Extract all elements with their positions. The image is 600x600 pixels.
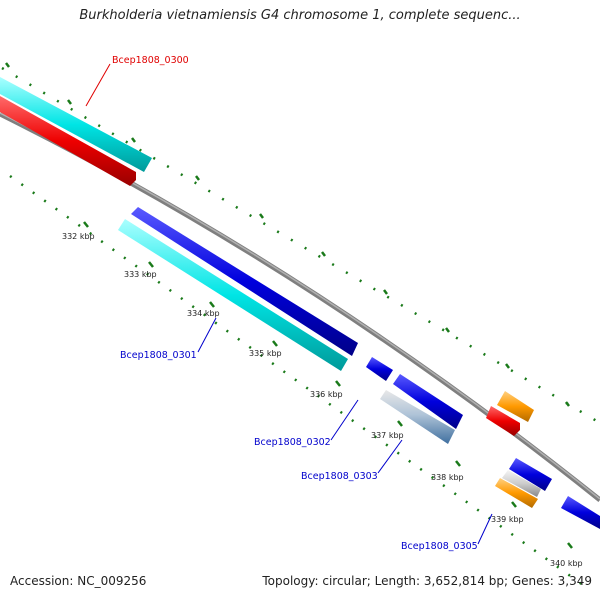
major-ticks (83, 221, 573, 549)
major-tick (567, 542, 573, 549)
major-tick (321, 251, 326, 257)
tick-label: 335 kbp (249, 349, 282, 358)
tick-label: 336 kbp (310, 390, 343, 399)
gene-feature-cyan[interactable] (118, 219, 348, 371)
major-tick (83, 221, 89, 228)
reverse-strand-features (118, 207, 600, 529)
major-tick (259, 213, 264, 219)
map-title: Burkholderia vietnamiensis G4 chromosome… (79, 8, 521, 23)
forward-strand-features (0, 77, 534, 436)
gene-labels: Bcep1808_0300 Bcep1808_0301 Bcep1808_030… (112, 55, 478, 552)
major-tick (5, 62, 10, 68)
gene-feature-cyan[interactable] (0, 77, 152, 172)
tick-label: 337 kbp (371, 431, 404, 440)
gene-label-bcep1808-0301[interactable]: Bcep1808_0301 (120, 350, 197, 361)
gene-feature-blue[interactable] (131, 207, 358, 356)
major-tick (445, 327, 450, 333)
tick-label: 332 kbp (62, 232, 95, 241)
gene-label-bcep1808-0302[interactable]: Bcep1808_0302 (254, 437, 331, 448)
topology-summary: Topology: circular; Length: 3,652,814 bp… (262, 574, 592, 588)
leader-line-bcep1808-0302 (330, 399, 359, 441)
major-tick (383, 289, 388, 295)
major-tick (195, 175, 200, 181)
major-tick (131, 137, 136, 143)
gene-feature-grey[interactable] (502, 470, 541, 497)
major-tick (67, 99, 72, 105)
gene-feature-red[interactable] (486, 406, 520, 436)
gene-feature-blue[interactable] (366, 357, 393, 381)
gene-feature-orange[interactable] (495, 478, 538, 508)
tick-label: 334 kbp (187, 309, 220, 318)
major-tick (335, 380, 341, 387)
leader-line-bcep1808-0305 (477, 513, 493, 545)
inner-tick-ring (9, 174, 591, 592)
leader-line-bcep1808-0303 (377, 439, 403, 474)
gene-label-bcep1808-0300[interactable]: Bcep1808_0300 (112, 55, 189, 66)
gene-label-bcep1808-0305[interactable]: Bcep1808_0305 (401, 541, 478, 552)
major-tick (148, 261, 154, 268)
major-tick (455, 460, 461, 467)
ruler-labels: 332 kbp 333 kbp 334 kbp 335 kbp 336 kbp … (62, 232, 583, 568)
major-tick (505, 363, 510, 369)
gene-label-bcep1808-0303[interactable]: Bcep1808_0303 (301, 471, 378, 482)
gene-feature-blue[interactable] (561, 496, 600, 529)
outer-tick-ring (1, 66, 600, 425)
tick-label: 340 kbp (550, 559, 583, 568)
gene-feature-orange[interactable] (497, 391, 534, 422)
accession-label: Accession: NC_009256 (10, 574, 147, 588)
leader-line-bcep1808-0301 (197, 317, 217, 353)
gene-feature-red[interactable] (0, 96, 136, 186)
major-tick (511, 501, 517, 508)
inner-tick-track (9, 174, 591, 592)
label-leader-lines (85, 63, 493, 545)
gene-feature-steel[interactable] (380, 390, 455, 444)
outer-major-ticks (5, 62, 570, 407)
gene-feature-blue[interactable] (393, 374, 463, 429)
tick-label: 339 kbp (491, 515, 524, 524)
major-tick (397, 420, 403, 427)
tick-label: 338 kbp (431, 473, 464, 482)
gene-feature-blue[interactable] (509, 458, 552, 491)
leader-line-bcep1808-0300 (85, 63, 111, 107)
major-tick (209, 301, 215, 308)
tick-label: 333 kbp (124, 270, 157, 279)
major-tick (565, 401, 570, 407)
outer-tick-track (1, 66, 600, 425)
major-tick (272, 340, 278, 347)
